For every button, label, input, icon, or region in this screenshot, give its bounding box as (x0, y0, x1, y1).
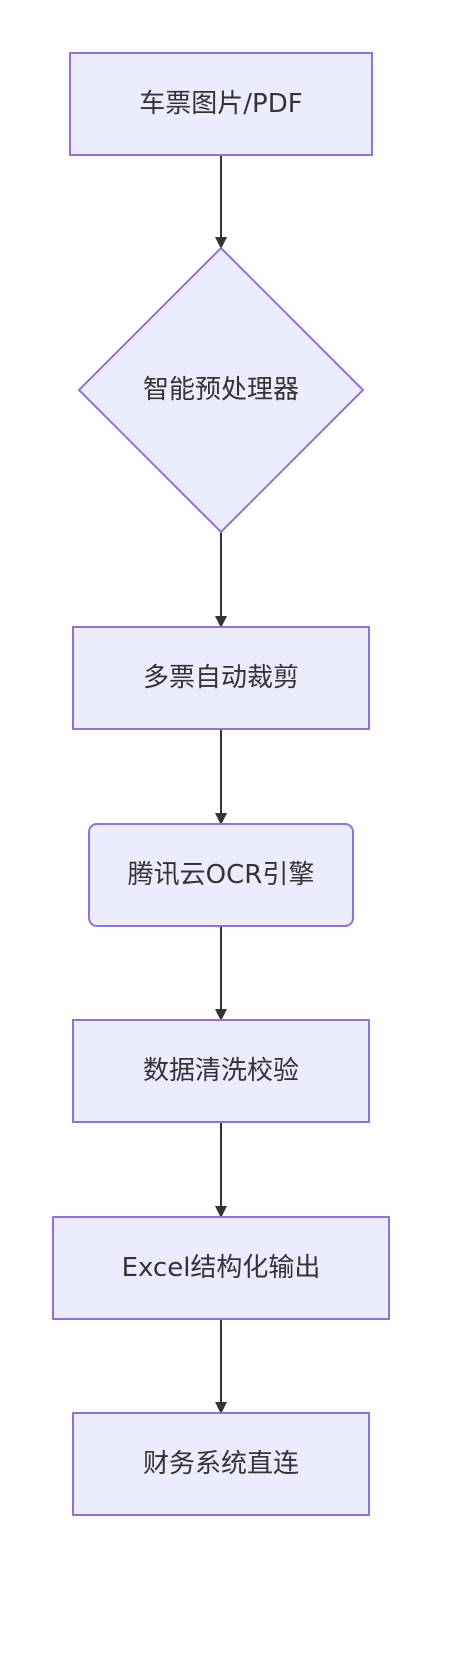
node-n7: 财务系统直连 (72, 1412, 370, 1516)
node-label-n3: 多票自动裁剪 (143, 663, 299, 693)
process-rounded-box (88, 823, 354, 927)
node-n4: 腾讯云OCR引擎 (88, 823, 354, 927)
node-n5: 数据清洗校验 (72, 1019, 370, 1123)
process-box (72, 1019, 370, 1123)
node-n3: 多票自动裁剪 (72, 626, 370, 730)
decision-diamond (77, 246, 365, 534)
node-n2: 智能预处理器 (77, 246, 365, 534)
process-box (52, 1216, 390, 1320)
node-n6: Excel结构化输出 (52, 1216, 390, 1320)
process-box (72, 626, 370, 730)
node-label-n1: 车票图片/PDF (139, 89, 302, 119)
node-label-n5: 数据清洗校验 (143, 1056, 299, 1086)
node-n1: 车票图片/PDF (69, 52, 373, 156)
node-label-n2: 智能预处理器 (143, 375, 299, 405)
node-label-n4: 腾讯云OCR引擎 (128, 860, 315, 890)
process-box (69, 52, 373, 156)
node-label-n7: 财务系统直连 (143, 1449, 299, 1479)
node-label-n6: Excel结构化输出 (122, 1253, 321, 1283)
process-box (72, 1412, 370, 1516)
